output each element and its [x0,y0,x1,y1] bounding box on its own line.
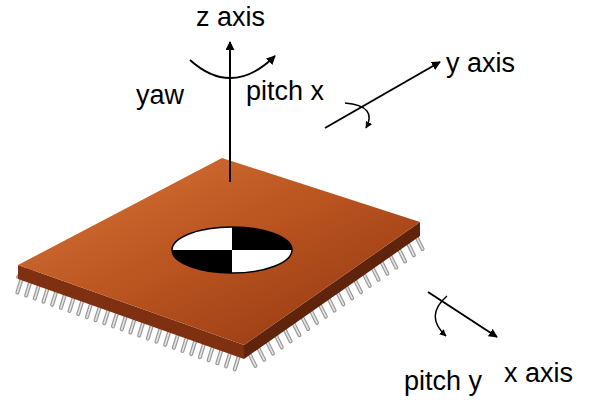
axis-label: x axis [504,358,573,389]
pitch-y-arrow [435,296,447,336]
chip-top [18,158,420,345]
axis-label: y axis [446,48,515,79]
z-axis-arrow [229,42,231,182]
pitch-x-arrow [345,103,369,128]
axis-label: yaw [136,80,184,111]
y-axis-arrow [325,62,440,128]
target-symbol [172,227,292,273]
axis-label: z axis [196,2,265,33]
yaw-arrow [190,56,275,78]
axis-label: pitch x [246,76,324,107]
x-axis-arrow [428,292,497,337]
axis-label: pitch y [404,366,482,397]
